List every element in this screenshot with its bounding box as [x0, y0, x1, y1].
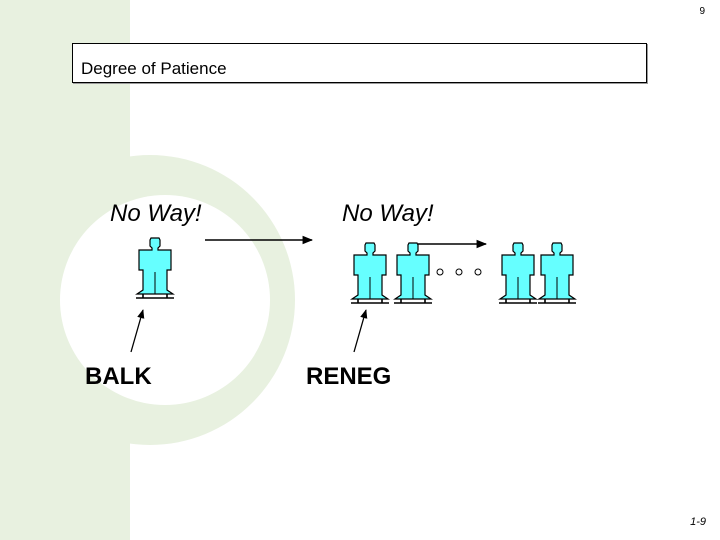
reneg-speech: No Way! — [342, 200, 434, 227]
slide-number: 9 — [699, 6, 705, 17]
title-box: Degree of Patience — [72, 43, 647, 83]
page-reference: 1-9 — [690, 516, 706, 528]
balk-speech: No Way! — [110, 200, 202, 227]
background-band-right-lower — [300, 150, 720, 540]
ellipsis-dot — [455, 268, 463, 276]
balk-label: BALK — [85, 363, 152, 390]
background-arc-inner — [60, 195, 270, 405]
ellipsis-dot — [474, 268, 482, 276]
background-band-lower — [130, 445, 300, 540]
page-title: Degree of Patience — [81, 59, 227, 78]
ellipsis-dot — [436, 268, 444, 276]
balk-pointer-arrow — [130, 309, 145, 353]
reneg-label: RENEG — [306, 363, 392, 390]
reneg-pointer-arrow — [353, 309, 368, 353]
